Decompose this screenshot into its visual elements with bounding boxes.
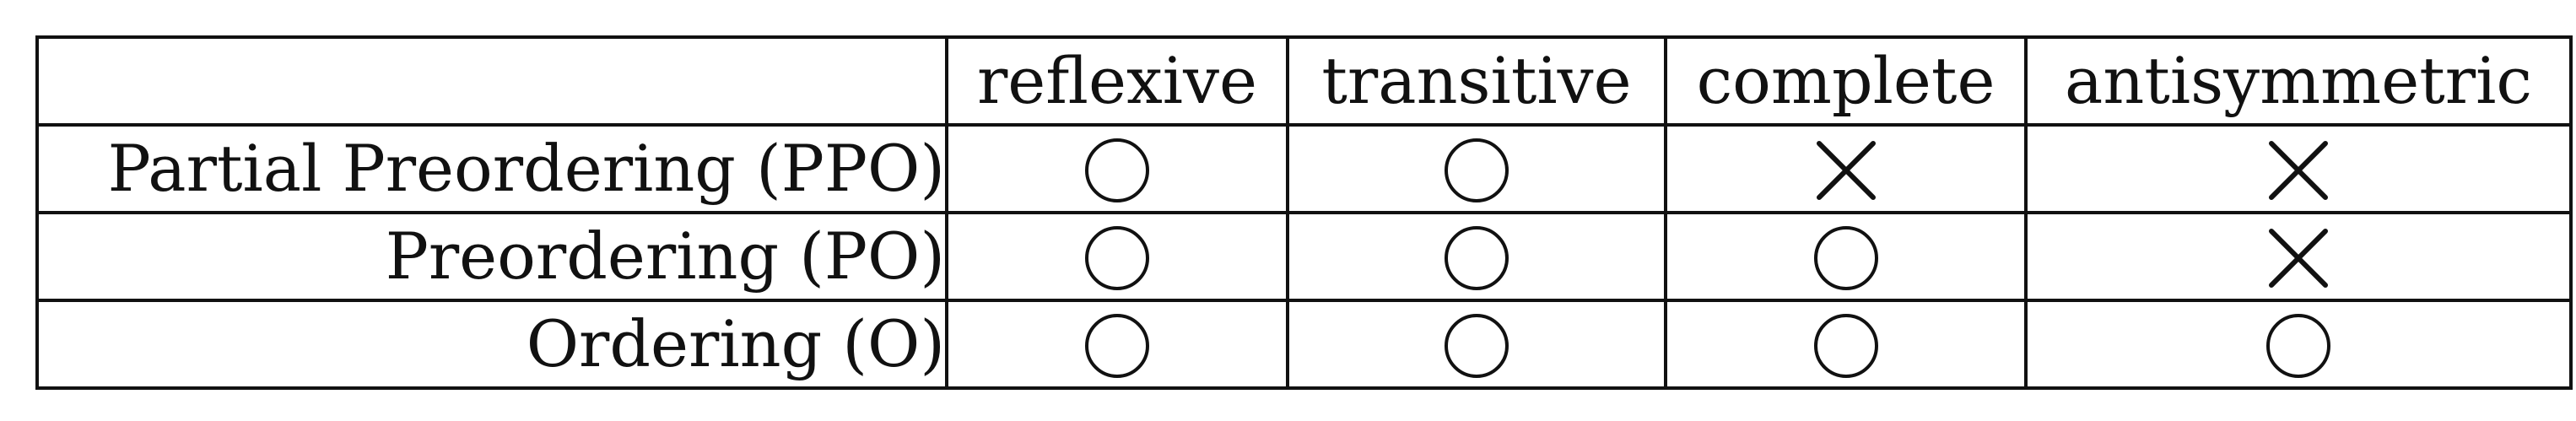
corner-cell xyxy=(35,35,948,127)
column-header-reflexive: reflexive xyxy=(945,35,1289,127)
circle-icon xyxy=(1443,137,1510,204)
circle-icon xyxy=(1083,312,1151,380)
column-header-transitive: transitive xyxy=(1286,35,1667,127)
cross-icon xyxy=(2265,224,2332,292)
table-row: Preordering (PO) xyxy=(35,211,2573,302)
table-row: Ordering (O) xyxy=(35,299,2573,390)
column-header-complete: complete xyxy=(1664,35,2028,127)
row-label-po: Preordering (PO) xyxy=(35,211,948,302)
properties-table: reflexive transitive complete antisymmet… xyxy=(35,35,2573,390)
row-label-o: Ordering (O) xyxy=(35,299,948,390)
table-row: Partial Preordering (PPO) xyxy=(35,123,2573,214)
row-label-ppo: Partial Preordering (PPO) xyxy=(35,123,948,214)
circle-icon xyxy=(1083,224,1151,292)
circle-icon xyxy=(1443,312,1510,380)
circle-icon xyxy=(1443,224,1510,292)
column-header-antisymmetric: antisymmetric xyxy=(2024,35,2573,127)
circle-icon xyxy=(1812,224,1880,292)
cross-icon xyxy=(2265,137,2332,204)
header-row: reflexive transitive complete antisymmet… xyxy=(35,35,2573,127)
circle-icon xyxy=(1083,137,1151,204)
cross-icon xyxy=(1812,137,1880,204)
circle-icon xyxy=(2265,312,2332,380)
circle-icon xyxy=(1812,312,1880,380)
